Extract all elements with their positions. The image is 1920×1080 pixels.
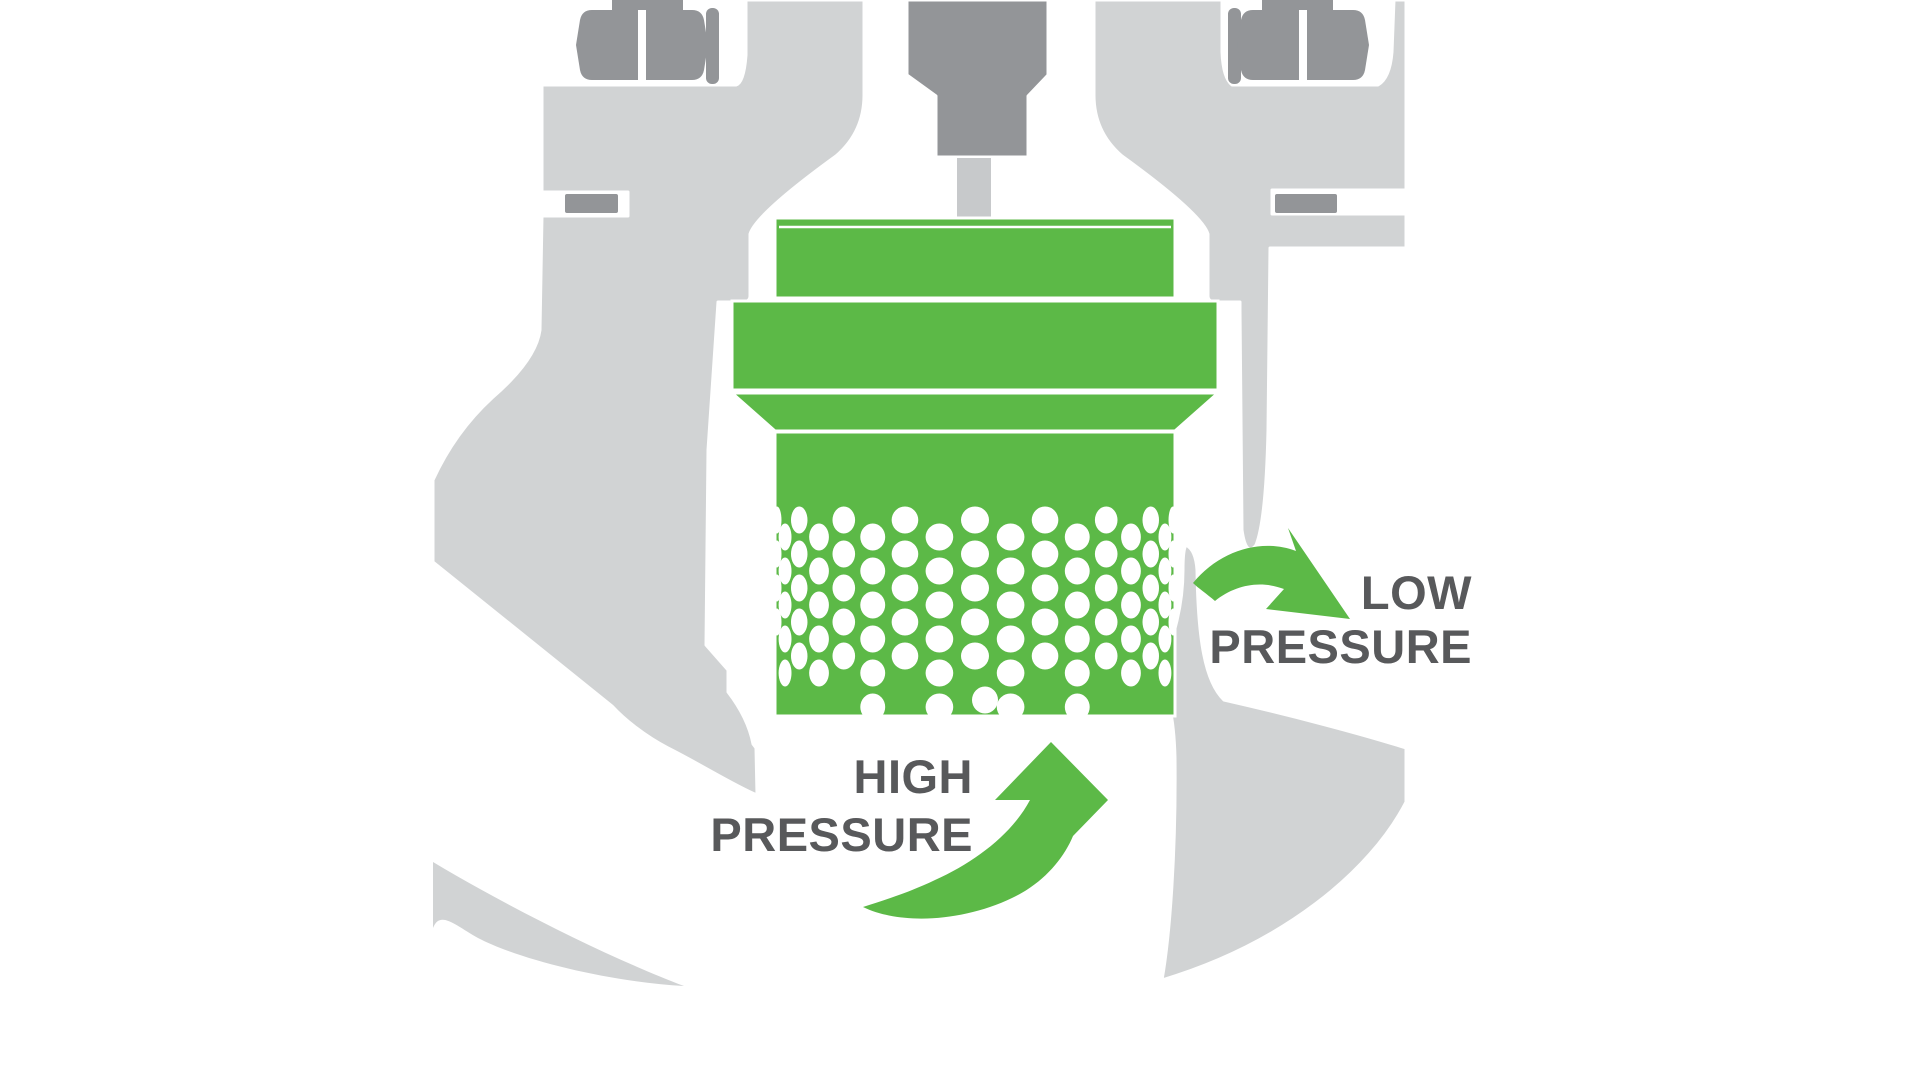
- right-hex-nut: [1228, 8, 1369, 84]
- left-hex-nut: [576, 8, 719, 84]
- plug-cylinder: [773, 430, 1177, 718]
- high-pressure-label-line2: PRESSURE: [710, 808, 973, 861]
- plug-skirt: [730, 391, 1220, 433]
- right-gasket: [1275, 194, 1337, 213]
- low-pressure-label-line1: LOW: [1361, 566, 1472, 619]
- plug-collar: [730, 299, 1220, 392]
- left-gasket: [565, 194, 618, 213]
- plug-perforations: [775, 506, 1175, 716]
- low-pressure-label-line2: PRESSURE: [1209, 620, 1472, 673]
- curved-down-right-arrow-icon: [1193, 528, 1350, 619]
- high-pressure-label-line1: HIGH: [854, 750, 974, 803]
- right-bolt-stub: [1262, 0, 1333, 10]
- curved-up-arrow-icon: [863, 742, 1108, 919]
- left-bolt-stub: [612, 0, 683, 10]
- inlet-channel-swoosh: [433, 862, 684, 986]
- regulator-plug: [730, 216, 1220, 718]
- valve-body-upper-left: [431, 0, 866, 797]
- valve-stem: [905, 0, 1050, 159]
- plug-cap: [773, 216, 1177, 300]
